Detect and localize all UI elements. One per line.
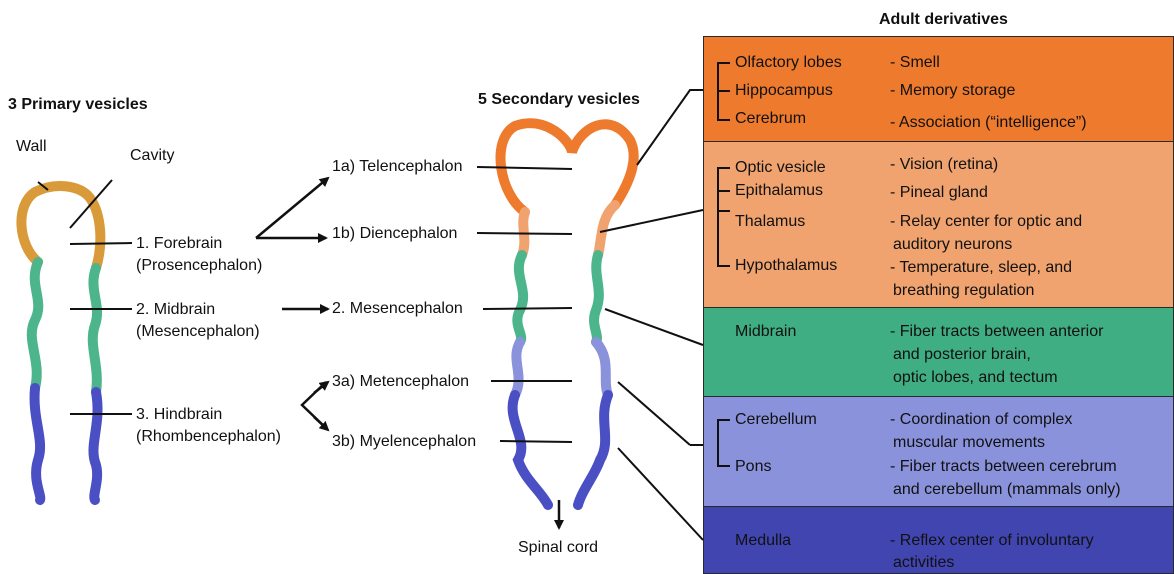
myelencephalon-wall-right (578, 395, 608, 505)
hindbrain-sub-label: (Rhombencephalon) (136, 427, 281, 447)
arrow-to-metencephalon (314, 382, 328, 393)
box-connectors (600, 90, 703, 540)
metencephalon-wall-left (515, 342, 520, 395)
function-smell: - Smell (890, 53, 940, 73)
function-coordination-cont: muscular movements (893, 433, 1045, 453)
forebrain-sub-label: (Prosencephalon) (136, 256, 262, 276)
bracket-box4 (718, 420, 730, 466)
function-fiber-cerebrum: - Fiber tracts between cerebrum (890, 457, 1117, 477)
metencephalon-label: 3a) Metencephalon (332, 372, 469, 392)
midbrain-sub-label: (Mesencephalon) (136, 322, 260, 342)
secondary-vesicles-title: 5 Secondary vesicles (478, 90, 640, 110)
structure-thalamus: Thalamus (735, 212, 805, 232)
function-fiber-anterior-cont: and posterior brain, (893, 345, 1031, 365)
bracket-box2 (718, 168, 730, 266)
connector-mesencephalon-box (605, 309, 703, 345)
midbrain-wall-left (32, 262, 39, 388)
hindbrain-wall-right (93, 392, 97, 500)
diencephalon-label: 1b) Diencephalon (332, 224, 457, 244)
function-fiber-anterior: - Fiber tracts between anterior (890, 322, 1103, 342)
adult-derivatives-title: Adult derivatives (879, 10, 1008, 30)
function-reflex: - Reflex center of involuntary (890, 531, 1094, 551)
structure-hippocampus: Hippocampus (735, 81, 833, 101)
function-fiber-cerebrum-cont: and cerebellum (mammals only) (893, 480, 1121, 500)
forebrain-wall (21, 186, 100, 268)
myelencephalon-label: 3b) Myelencephalon (332, 432, 476, 452)
function-temperature-cont: breathing regulation (893, 281, 1034, 301)
arrow-hindbrain-split (302, 382, 326, 428)
mesencephalon-wall-left (517, 255, 523, 342)
primary-vesicle-tube (21, 186, 100, 500)
myelencephalon-wall-left (513, 395, 548, 505)
function-relay: - Relay center for optic and (890, 212, 1082, 232)
function-vision: - Vision (retina) (890, 155, 998, 175)
structure-cerebellum: Cerebellum (735, 410, 817, 430)
function-temperature: - Temperature, sleep, and (890, 258, 1072, 278)
midbrain-wall-right (93, 268, 97, 392)
connector-metencephalon-box (618, 382, 690, 445)
secondary-vesicle-tube (501, 123, 634, 505)
structure-epithalamus: Epithalamus (735, 181, 823, 201)
telencephalon-pointer (477, 167, 572, 169)
cavity-label: Cavity (130, 146, 174, 166)
box-brackets (718, 63, 730, 466)
structure-olfactory-lobes: Olfactory lobes (735, 53, 842, 73)
structure-cerebrum: Cerebrum (735, 109, 806, 129)
spinal-cord-label: Spinal cord (518, 538, 598, 558)
arrow-to-myelencephalon (314, 417, 328, 430)
function-association: - Association (“intelligence”) (890, 113, 1087, 133)
mesencephalon-pointer (483, 308, 572, 309)
mesencephalon-wall-right (594, 255, 599, 342)
function-coordination: - Coordination of complex (890, 410, 1072, 430)
wall-label: Wall (16, 137, 47, 157)
myelencephalon-pointer (500, 441, 572, 442)
hindbrain-label: 3. Hindbrain (136, 405, 222, 425)
connector-telencephalon-box (637, 90, 703, 165)
structure-optic-vesicle: Optic vesicle (735, 158, 826, 178)
structure-medulla: Medulla (735, 531, 791, 551)
function-fiber-anterior-cont2: optic lobes, and tectum (893, 368, 1058, 388)
function-reflex-cont: activities (893, 553, 954, 573)
connector-myelencephalon-box (618, 448, 703, 540)
structure-midbrain: Midbrain (735, 322, 796, 342)
function-memory: - Memory storage (890, 81, 1015, 101)
mesencephalon-label: 2. Mesencephalon (332, 299, 463, 319)
structure-pons: Pons (735, 457, 771, 477)
hindbrain-wall-left (35, 388, 41, 500)
arrow-to-telencephalon (256, 178, 328, 238)
telencephalon-label: 1a) Telencephalon (332, 157, 462, 177)
metencephalon-wall-right (596, 342, 608, 395)
midbrain-label: 2. Midbrain (136, 300, 215, 320)
connector-diencephalon-box (600, 210, 703, 232)
forebrain-label: 1. Forebrain (136, 234, 222, 254)
structure-hypothalamus: Hypothalamus (735, 256, 837, 276)
primary-vesicles-title: 3 Primary vesicles (8, 95, 148, 115)
primary-pointer-lines (38, 180, 132, 414)
forebrain-pointer (70, 243, 132, 244)
diencephalon-pointer (477, 233, 572, 234)
function-relay-cont: auditory neurons (893, 235, 1012, 255)
function-pineal: - Pineal gland (890, 183, 988, 203)
